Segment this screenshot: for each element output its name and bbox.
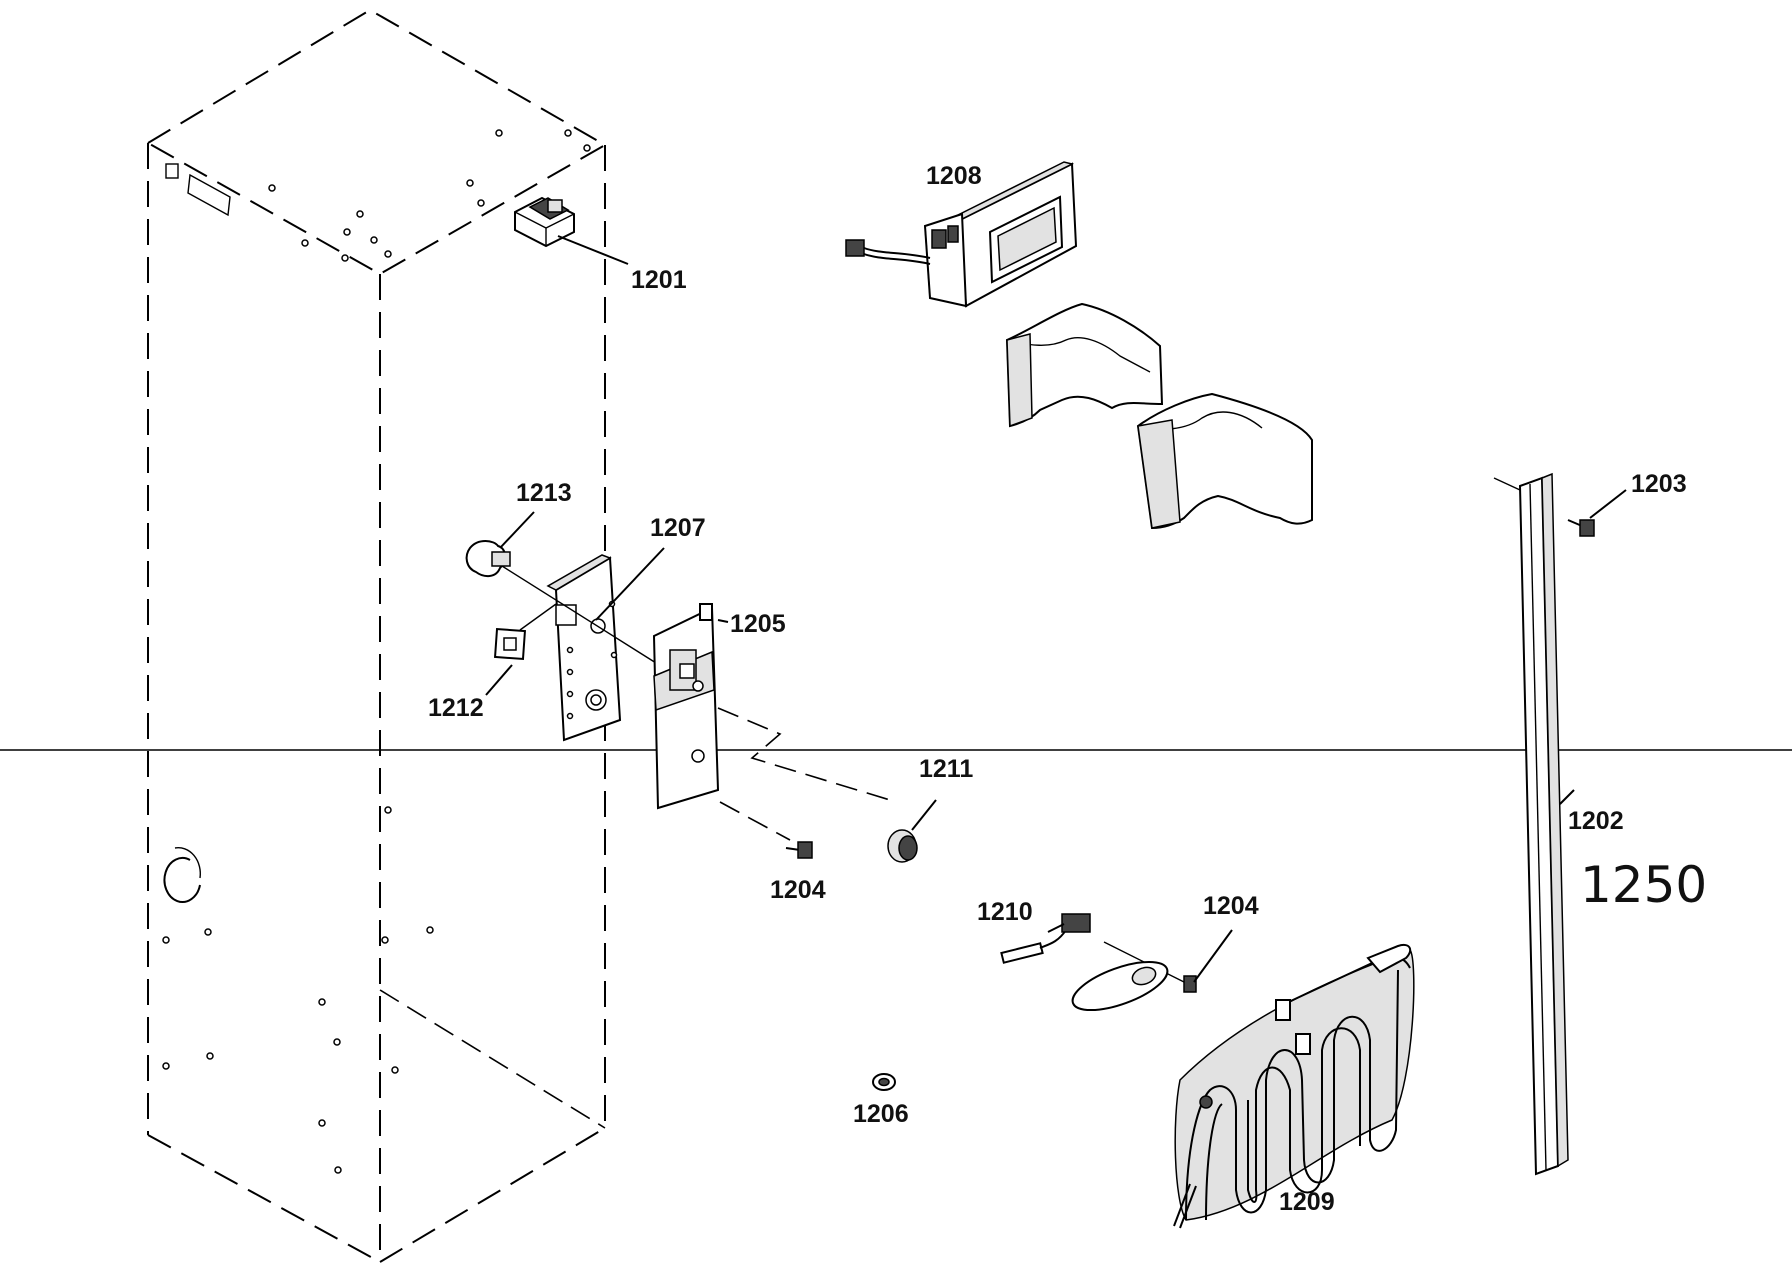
part-1211-grommet (887, 799, 937, 863)
callout-1213: 1213 (516, 479, 572, 507)
part-1203-screw (1567, 489, 1627, 537)
duct-piece-lower (1136, 392, 1313, 530)
callout-1210: 1210 (977, 898, 1033, 926)
callout-1203: 1203 (1631, 470, 1687, 498)
cabinet-outline (147, 8, 608, 1263)
callout-1209: 1209 (1279, 1188, 1335, 1216)
part-1209-heater-coil (1173, 944, 1415, 1229)
callout-1212: 1212 (428, 694, 484, 722)
callout-1202: 1202 (1568, 807, 1624, 835)
callout-1204-left: 1204 (770, 876, 826, 904)
callout-1207: 1207 (650, 514, 706, 542)
callout-1211: 1211 (919, 755, 973, 783)
part-1210-sensor (1000, 913, 1091, 964)
oval-cover-plate (1071, 960, 1169, 1012)
part-1205-bracket (652, 603, 891, 841)
part-1202-channel (1493, 472, 1575, 1176)
duct-piece-upper (1005, 302, 1164, 428)
part-1201-block (514, 196, 629, 265)
callout-1206: 1206 (853, 1100, 909, 1128)
part-1207-control-plate (501, 547, 665, 742)
handwritten-label: 1250 (1580, 856, 1707, 914)
callout-1205: 1205 (730, 610, 786, 638)
callout-1208: 1208 (926, 162, 982, 190)
part-1204-screw-left (785, 841, 813, 859)
callout-1201: 1201 (631, 266, 687, 294)
part-1206-nut (872, 1073, 896, 1091)
part-1208-fan-housing (845, 161, 1078, 308)
callout-1204-right: 1204 (1203, 892, 1259, 920)
part-1213-knob (465, 511, 535, 578)
callout-labels: 1201 1202 1203 1204 1204 1205 1206 1207 … (428, 162, 1707, 1216)
part-1212-gasket (485, 603, 557, 696)
